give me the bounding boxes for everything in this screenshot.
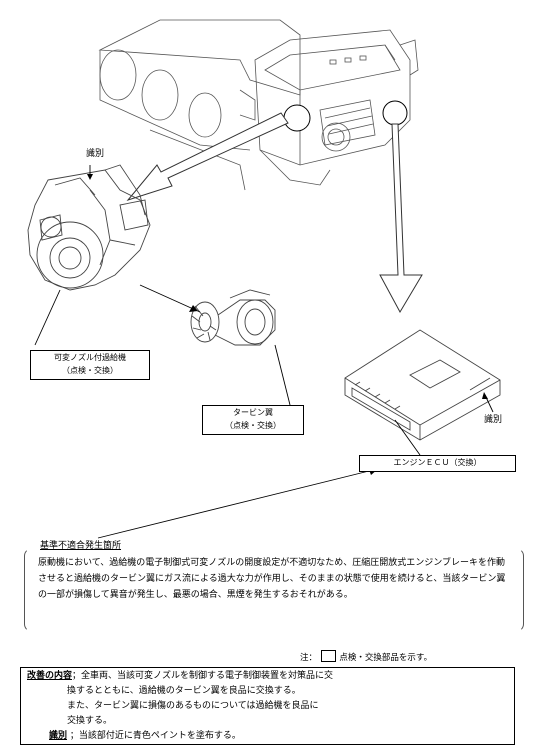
ecu-label-box: エンジンＥＣＵ（交換） [359, 455, 516, 472]
vgt-label-line1: 可変ノズル付過給機 [54, 353, 126, 362]
defect-location-heading: 基準不適合発生箇所 [40, 541, 122, 551]
leader-turbine [274, 344, 291, 406]
explanation-bracket [24, 548, 524, 632]
vgt-label-line2: （点検・交換） [62, 366, 118, 375]
identification-text: ；当該部付近に青色ペイントを塗布する。 [69, 731, 241, 741]
improvement-line2: 換するとともに、過給機のタービン翼を良品に交換する。 [67, 686, 301, 696]
identification-heading: 識別 [49, 731, 68, 741]
vgt-label-box: 可変ノズル付過給機 （点検・交換） [30, 350, 150, 380]
legend-note-prefix: 注： [300, 653, 318, 663]
legend-note: 注： 点検・交換部品を示す。 [300, 650, 432, 663]
turbocharger-drawing [27, 164, 151, 291]
improvement-line3: また、タービン翼に損傷のあるものについては過給機を良品に [67, 701, 319, 711]
leader-defect [97, 469, 374, 539]
improvement-box: 改善の内容；全車両、当該可変ノズルを制御する電子制御装置を対策品に交 換するとと… [20, 667, 515, 745]
shikibetsu-top-label: 識別 [86, 149, 105, 159]
improvement-line1: ；全車両、当該可変ノズルを制御する電子制御装置を対策品に交 [72, 671, 334, 681]
shikibetsu-right-label: 識別 [484, 415, 503, 425]
ecu-label: エンジンＥＣＵ（交換） [393, 458, 482, 467]
leader-ecu [394, 419, 421, 456]
turbine-label-box: タービン翼 （点検・交換） [202, 405, 304, 435]
defect-explanation: 原動機において、過給機の電子制御式可変ノズルの開度設定が不適切なため、圧縮圧開放… [38, 558, 506, 600]
arrow-to-ecu [379, 123, 423, 314]
improvement-heading: 改善の内容 [27, 671, 73, 681]
improvement-line4: 交換する。 [67, 716, 113, 726]
legend-note-suffix: 点検・交換部品を示す。 [339, 653, 433, 663]
turbine-drawing [190, 289, 276, 346]
legend-box-icon [320, 650, 336, 662]
turbine-label-line1: タービン翼 [233, 408, 273, 417]
ecu-drawing [344, 329, 501, 441]
truck-drawing [98, 19, 419, 191]
leader-vgt [34, 289, 61, 346]
arrows [126, 112, 423, 314]
turbine-label-line2: （点検・交換） [225, 421, 281, 430]
arrow-to-turbo [126, 112, 289, 201]
leader-turbine-from-turbo [139, 284, 201, 313]
